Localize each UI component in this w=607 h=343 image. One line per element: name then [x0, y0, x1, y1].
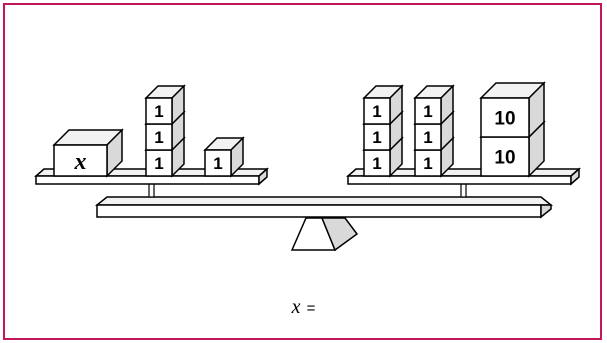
- unit-block: 1: [203, 136, 245, 178]
- unit-block-label: 1: [154, 102, 163, 121]
- unknown-x-block-label: x: [74, 149, 87, 175]
- unit-block-label: 1: [213, 154, 222, 173]
- answer-variable: x: [291, 296, 301, 318]
- ten-block-label: 10: [494, 147, 515, 168]
- answer-line: x=: [0, 296, 607, 319]
- fulcrum: [290, 217, 359, 252]
- unit-block-label: 1: [372, 154, 381, 173]
- unit-block-label: 1: [154, 128, 163, 147]
- unknown-x-block: x: [52, 128, 124, 178]
- unit-block-label: 1: [423, 128, 432, 147]
- answer-equals: =: [306, 300, 316, 317]
- unit-block-label: 1: [423, 154, 432, 173]
- unit-block: 1: [362, 84, 404, 126]
- unit-block: 1: [413, 84, 455, 126]
- unit-block-label: 1: [154, 154, 163, 173]
- ten-block-label: 10: [494, 108, 515, 129]
- unit-block: 1: [144, 84, 186, 126]
- unit-block-label: 1: [372, 128, 381, 147]
- balance-beam: [94, 196, 554, 219]
- ten-block: 10: [479, 81, 546, 139]
- unit-block-label: 1: [372, 102, 381, 121]
- unit-block-label: 1: [423, 102, 432, 121]
